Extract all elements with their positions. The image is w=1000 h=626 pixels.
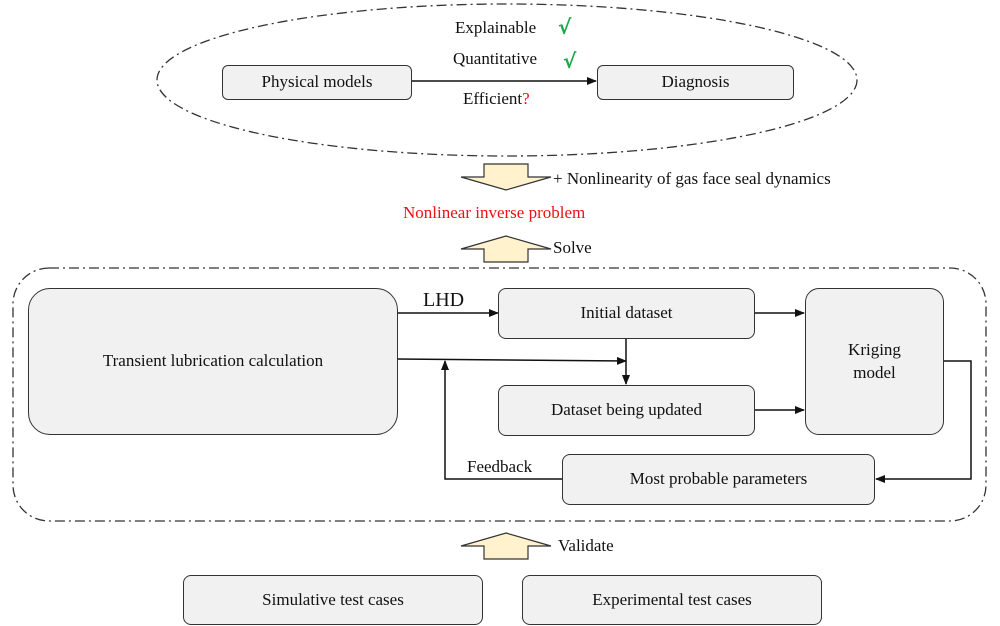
kriging-label-line1: Kriging [848, 340, 901, 360]
simulative-test-cases-box: Simulative test cases [183, 575, 483, 625]
question-mark-icon: ? [522, 89, 530, 108]
physical-models-box: Physical models [222, 65, 412, 100]
criterion-efficient-label: Efficient [463, 89, 523, 108]
feedback-arrow [441, 360, 562, 480]
criterion-efficient: Efficient? [463, 89, 530, 109]
validate-label: Validate [558, 536, 614, 555]
lhd-label: LHD [423, 289, 465, 311]
down-block-arrow [460, 163, 552, 191]
calc-to-update-arrow [396, 356, 627, 365]
dataset-being-updated-box: Dataset being updated [498, 385, 755, 436]
check-icon: √ [558, 15, 572, 39]
solve-up-arrow [460, 235, 552, 263]
kriging-to-params-arrow [875, 360, 972, 483]
criterion-quantitative: Quantitative [453, 49, 538, 68]
solve-label: Solve [553, 238, 592, 257]
validate-up-arrow [460, 532, 552, 560]
transient-lubrication-box: Transient lubrication calculation [28, 288, 398, 435]
most-probable-parameters-box: Most probable parameters [562, 454, 875, 505]
kriging-model-box: Kriging model [805, 288, 944, 435]
experimental-test-cases-box: Experimental test cases [522, 575, 822, 625]
kriging-label-line2: model [853, 362, 896, 382]
initial-dataset-box: Initial dataset [498, 288, 755, 339]
check-icon: √ [563, 49, 577, 73]
top-ellipse-boundary [156, 3, 858, 157]
nonlinearity-label: + Nonlinearity of gas face seal dynamics [553, 169, 831, 188]
diagnosis-box: Diagnosis [597, 65, 794, 100]
feedback-label: Feedback [467, 457, 533, 476]
nonlinear-inverse-problem-label: Nonlinear inverse problem [403, 203, 586, 222]
criterion-explainable: Explainable [455, 18, 537, 37]
method-section-boundary [12, 267, 987, 522]
